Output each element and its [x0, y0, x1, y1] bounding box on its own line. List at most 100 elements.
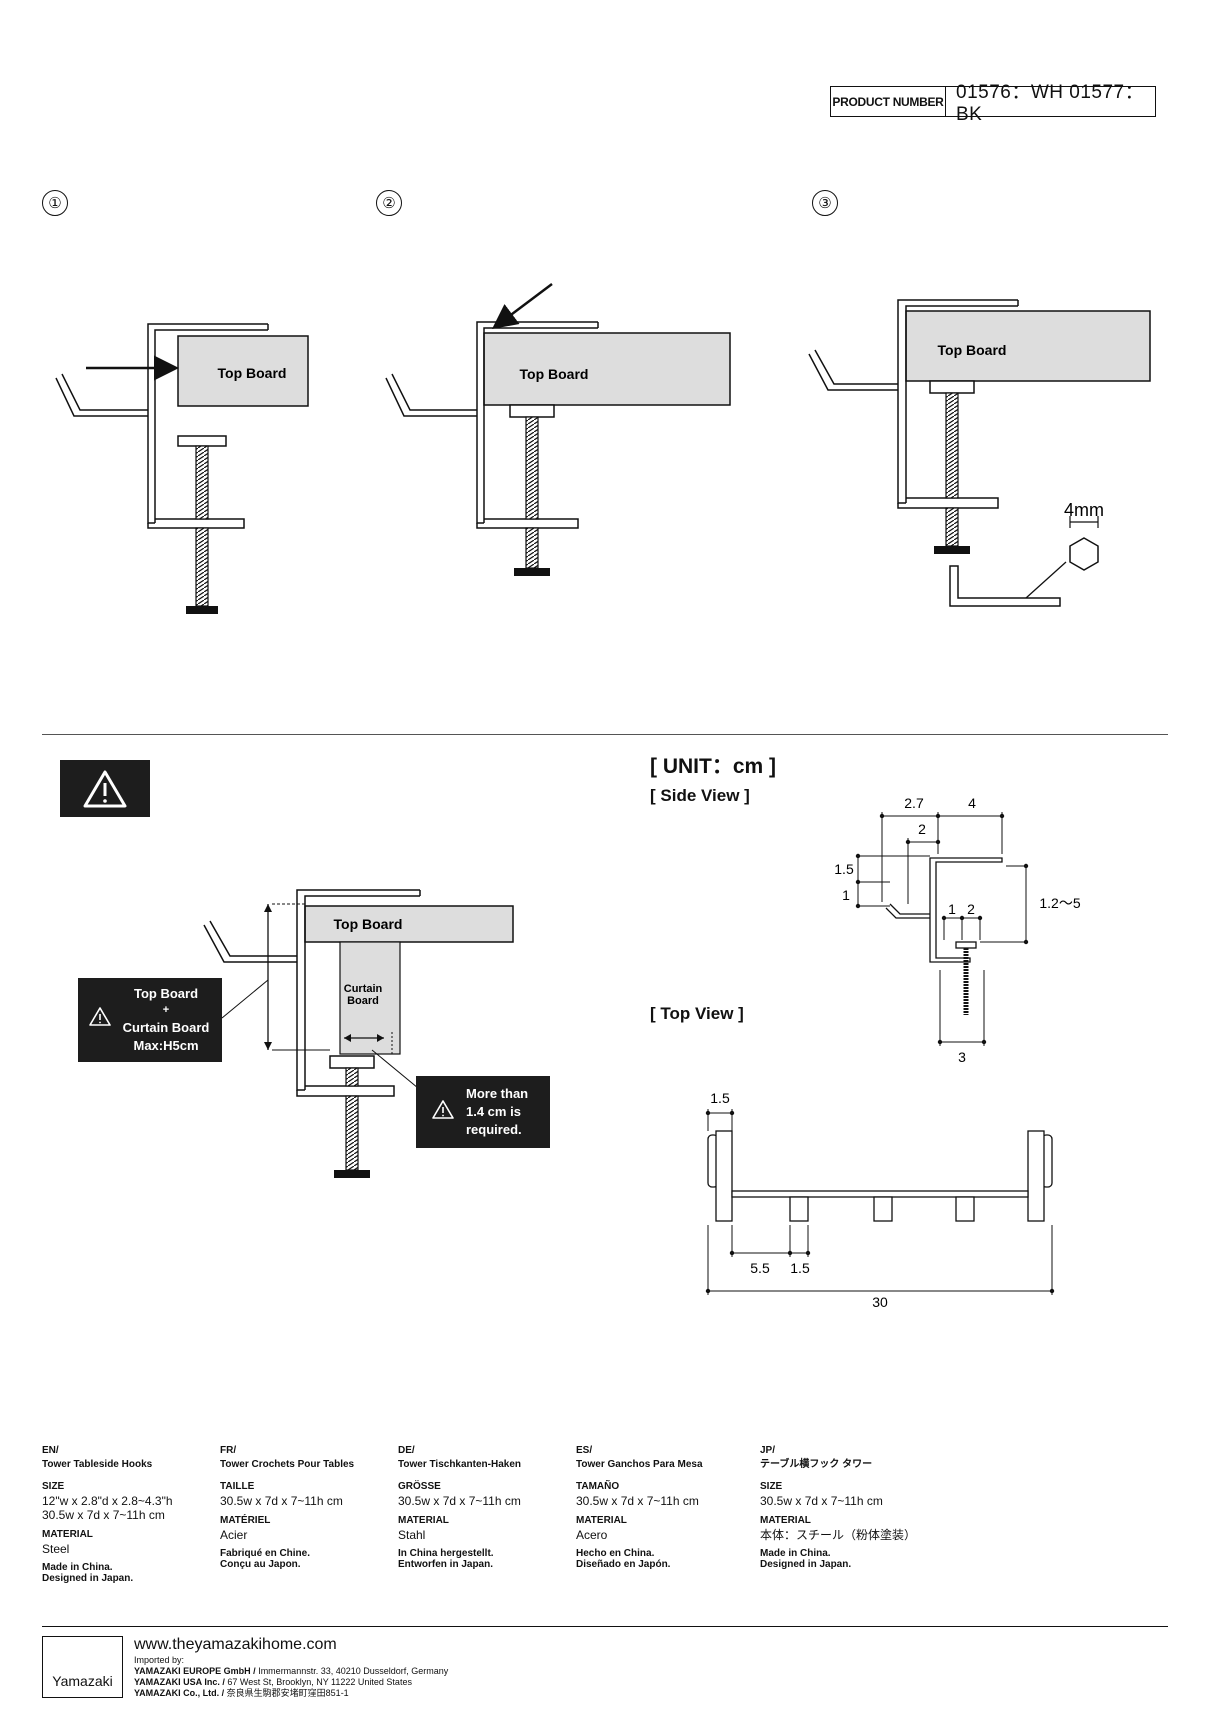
callout1-line4: Max:H5cm: [133, 1038, 198, 1053]
spec-name: Tower Tableside Hooks: [42, 1459, 153, 1470]
spec-size-value: 12"w x 2.8"d x 2.8~4.3"h 30.5w x 7d x 7~…: [42, 1494, 173, 1522]
warning-icon-2: [89, 1007, 111, 1026]
spec-size-value: 30.5w x 7d x 7~11h cm: [398, 1494, 521, 1508]
importer-us: YAMAZAKI USA Inc. / 67 West St, Brooklyn…: [134, 1677, 412, 1687]
spec-material-heading: MATERIAL: [42, 1529, 93, 1540]
curtain-board-label-2: Board: [347, 995, 379, 1007]
dim-1-2-to-5: 1.2～5: [1039, 895, 1080, 911]
dim-3: 3: [958, 1049, 966, 1065]
unit-heading: [ UNIT：cm ]: [650, 755, 776, 778]
spec-code: JP/: [760, 1445, 776, 1456]
step-3-number: ③: [812, 190, 838, 216]
step-2-number: ②: [376, 190, 402, 216]
spec-material-value: Acier: [220, 1528, 248, 1542]
spec-material-heading: MATÉRIEL: [220, 1515, 271, 1526]
step-3-diagram: Top Board 4mm: [808, 299, 1151, 607]
spec-size-heading: TAILLE: [220, 1481, 255, 1492]
spec-code: ES/: [576, 1445, 593, 1456]
hex-icon: [1069, 537, 1099, 571]
importer-eu: YAMAZAKI EUROPE GmbH / Immermannstr. 33,…: [134, 1666, 449, 1676]
hex-size-label: 4mm: [1064, 500, 1104, 520]
importer-jp: YAMAZAKI Co., Ltd. / 奈良県生駒郡安堵町窪田851-1: [134, 1688, 349, 1698]
hex-key-shape: [949, 565, 1061, 607]
warning-diagram: Top Board Curtain Board Top Board + Curt…: [60, 760, 550, 1178]
dim-2-7: 2.7: [904, 795, 924, 811]
product-number-box: PRODUCT NUMBER 01576：WH 01577：BK: [830, 82, 1156, 125]
dim-2b: 2: [967, 901, 975, 917]
top-view-heading: [ Top View ]: [650, 1004, 744, 1023]
top-view-diagram: 1.5 5.5 1.5 30: [705, 1090, 1055, 1310]
side-view-heading: [ Side View ]: [650, 786, 750, 805]
spec-material-value: Acero: [576, 1528, 608, 1542]
spec-column-jp: JP/ テーブル横フック タワー SIZE 30.5w x 7d x 7~11h…: [760, 1444, 930, 1570]
step-illustrations: Top Board Top Board Top Board: [55, 283, 1151, 614]
product-number-value: 01576：WH 01577：BK: [956, 82, 1145, 125]
spec-name: Tower Ganchos Para Mesa: [576, 1459, 703, 1470]
spec-code: DE/: [398, 1445, 415, 1456]
section-divider: [42, 734, 1168, 736]
callout1-line1: Top Board: [134, 986, 198, 1001]
spec-material-heading: MATERIAL: [576, 1515, 627, 1526]
callout1-line3: Curtain Board: [123, 1020, 210, 1035]
spec-size-value: 30.5w x 7d x 7~11h cm: [760, 1494, 883, 1508]
spec-size-heading: SIZE: [760, 1481, 783, 1492]
spec-size-heading: TAMAÑO: [576, 1481, 620, 1492]
spec-name: Tower Crochets Pour Tables: [220, 1459, 355, 1470]
spec-made-in: Hecho en China. Diseñado en Japón.: [576, 1548, 671, 1570]
spec-made-in: Made in China. Designed in Japan.: [42, 1562, 134, 1584]
max-height-callout: [78, 978, 222, 1062]
callout2-line3: required.: [466, 1122, 522, 1137]
step-1-number: ①: [42, 190, 68, 216]
spec-code: EN/: [42, 1445, 59, 1456]
top-board-label-3: Top Board: [938, 342, 1007, 358]
top-board-label-4: Top Board: [334, 916, 403, 932]
brand-logo: Yamazaki: [42, 1636, 123, 1698]
spec-size-value: 30.5w x 7d x 7~11h cm: [576, 1494, 699, 1508]
dim-1b: 1: [948, 901, 956, 917]
warning-icon: [83, 770, 127, 808]
callout2-line2: 1.4 cm is: [466, 1104, 521, 1119]
spec-name: Tower Tischkanten-Haken: [398, 1459, 521, 1470]
min-depth-callout: [416, 1076, 550, 1148]
website-link[interactable]: www.theyamazakihome.com: [134, 1636, 337, 1653]
spec-column-es: ES/ Tower Ganchos Para Mesa TAMAÑO 30.5w…: [576, 1444, 746, 1570]
spec-size-value: 30.5w x 7d x 7~11h cm: [220, 1494, 343, 1508]
dim-top-5-5: 5.5: [750, 1260, 770, 1276]
dim-2: 2: [918, 821, 926, 837]
dim-1: 1: [842, 887, 850, 903]
spec-made-in: Made in China. Designed in Japan.: [760, 1548, 852, 1570]
curtain-board-label-1: Curtain: [344, 983, 383, 995]
spec-size-heading: SIZE: [42, 1481, 65, 1492]
spec-size-heading: GRÖSSE: [398, 1481, 441, 1492]
step-2-diagram: Top Board: [385, 283, 731, 576]
spec-material-value: 本体：スチール（粉体塗装）: [760, 1528, 917, 1542]
footer-info: www.theyamazakihome.com Imported by: YAM…: [134, 1636, 448, 1699]
spec-material-heading: MATERIAL: [398, 1515, 449, 1526]
spec-column-en: EN/ Tower Tableside Hooks SIZE 12"w x 2.…: [42, 1444, 212, 1584]
step-1-diagram: Top Board: [55, 323, 309, 614]
slide-arrow: [492, 283, 553, 329]
footer-divider: [42, 1626, 1168, 1628]
dim-4: 4: [968, 795, 976, 811]
spec-material-heading: MATERIAL: [760, 1515, 811, 1526]
imported-by-label: Imported by:: [134, 1655, 185, 1665]
top-board-label: Top Board: [218, 365, 287, 381]
spec-column-de: DE/ Tower Tischkanten-Haken GRÖSSE 30.5w…: [398, 1444, 568, 1570]
dim-top-1-5a: 1.5: [710, 1090, 730, 1106]
product-number-label: PRODUCT NUMBER: [831, 87, 946, 116]
spec-material-value: Steel: [42, 1542, 70, 1556]
warning-icon-3: [432, 1100, 454, 1119]
top-board-shape: [177, 335, 309, 407]
dim-top-30: 30: [872, 1294, 888, 1310]
spec-made-in: In China hergestellt. Entworfen in Japan…: [398, 1548, 494, 1570]
dim-top-1-5b: 1.5: [790, 1260, 810, 1276]
callout2-line1: More than: [466, 1086, 528, 1101]
top-board-label-2: Top Board: [520, 366, 589, 382]
callout1-line2: +: [163, 1004, 169, 1016]
spec-column-fr: FR/ Tower Crochets Pour Tables TAILLE 30…: [220, 1444, 390, 1570]
spec-material-value: Stahl: [398, 1528, 426, 1542]
spec-name: テーブル横フック タワー: [760, 1459, 873, 1470]
spec-made-in: Fabriqué en Chine. Conçu au Japon.: [220, 1548, 311, 1570]
spec-code: FR/: [220, 1445, 237, 1456]
side-view-diagram: 2.7 4 2 1.5 1 1 2 1.2～5 3: [834, 795, 1081, 1065]
